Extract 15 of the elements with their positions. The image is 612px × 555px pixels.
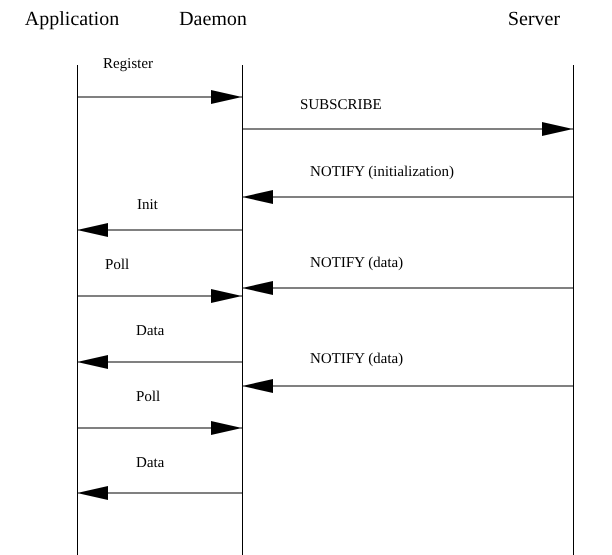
message-arrow bbox=[242, 122, 574, 136]
message-arrow bbox=[76, 90, 242, 104]
edge-label: NOTIFY (data) bbox=[308, 255, 406, 272]
message-arrow bbox=[242, 190, 574, 204]
edge-label: NOTIFY (data) bbox=[308, 351, 406, 368]
message-arrow bbox=[76, 223, 242, 237]
message-arrow bbox=[76, 486, 242, 500]
message-arrow bbox=[242, 281, 574, 295]
message-arrow bbox=[76, 355, 242, 369]
message-arrow bbox=[76, 289, 242, 303]
message-arrow bbox=[76, 421, 242, 435]
message-arrow bbox=[242, 379, 574, 393]
edge-label: NOTIFY (initialization) bbox=[308, 164, 456, 181]
participant-label: Application bbox=[24, 8, 120, 31]
edge-label: Register bbox=[101, 56, 155, 73]
